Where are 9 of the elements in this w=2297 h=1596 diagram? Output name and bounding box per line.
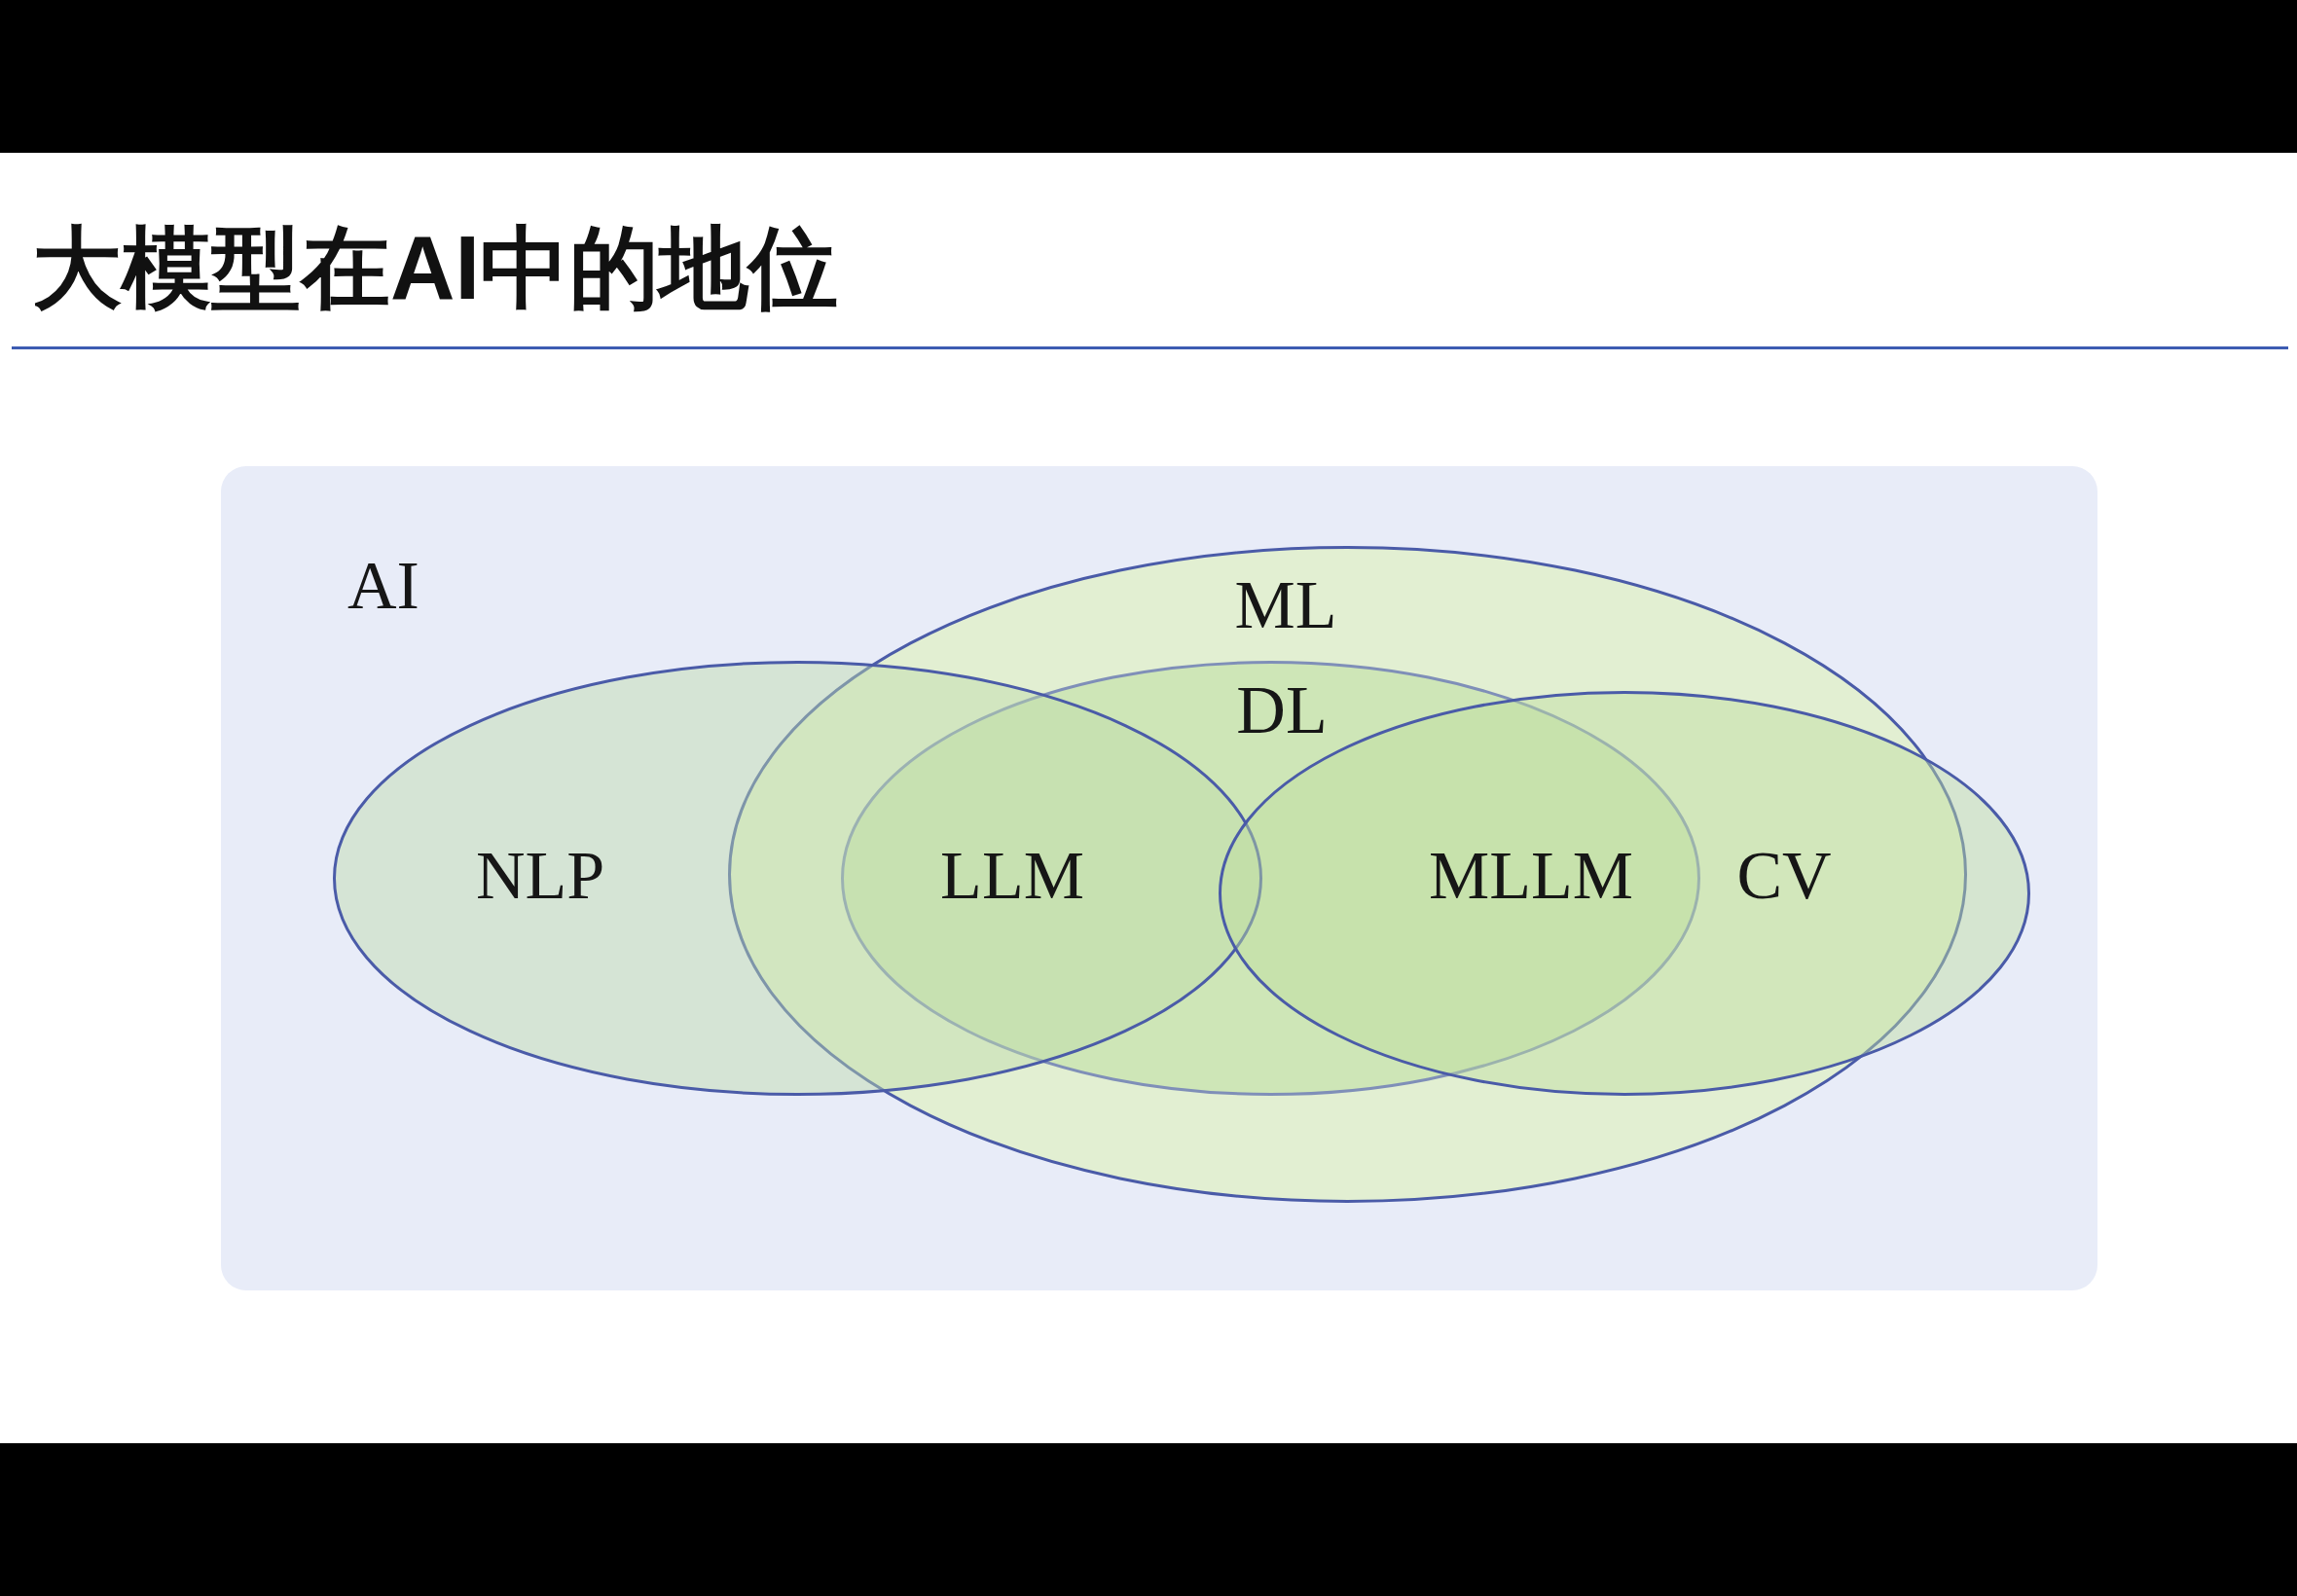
- set-label: CV: [1736, 842, 1832, 910]
- set-label: DL: [1236, 676, 1328, 744]
- venn-region-panel: [221, 466, 2097, 1290]
- set-label: NLP: [475, 842, 605, 910]
- set-label: ML: [1234, 571, 1337, 639]
- set-label: AI: [347, 552, 419, 620]
- slide-title: 大模型在AI中的地位: [32, 223, 838, 312]
- intersection-label: LLM: [940, 842, 1084, 910]
- intersection-label: MLLM: [1429, 842, 1633, 910]
